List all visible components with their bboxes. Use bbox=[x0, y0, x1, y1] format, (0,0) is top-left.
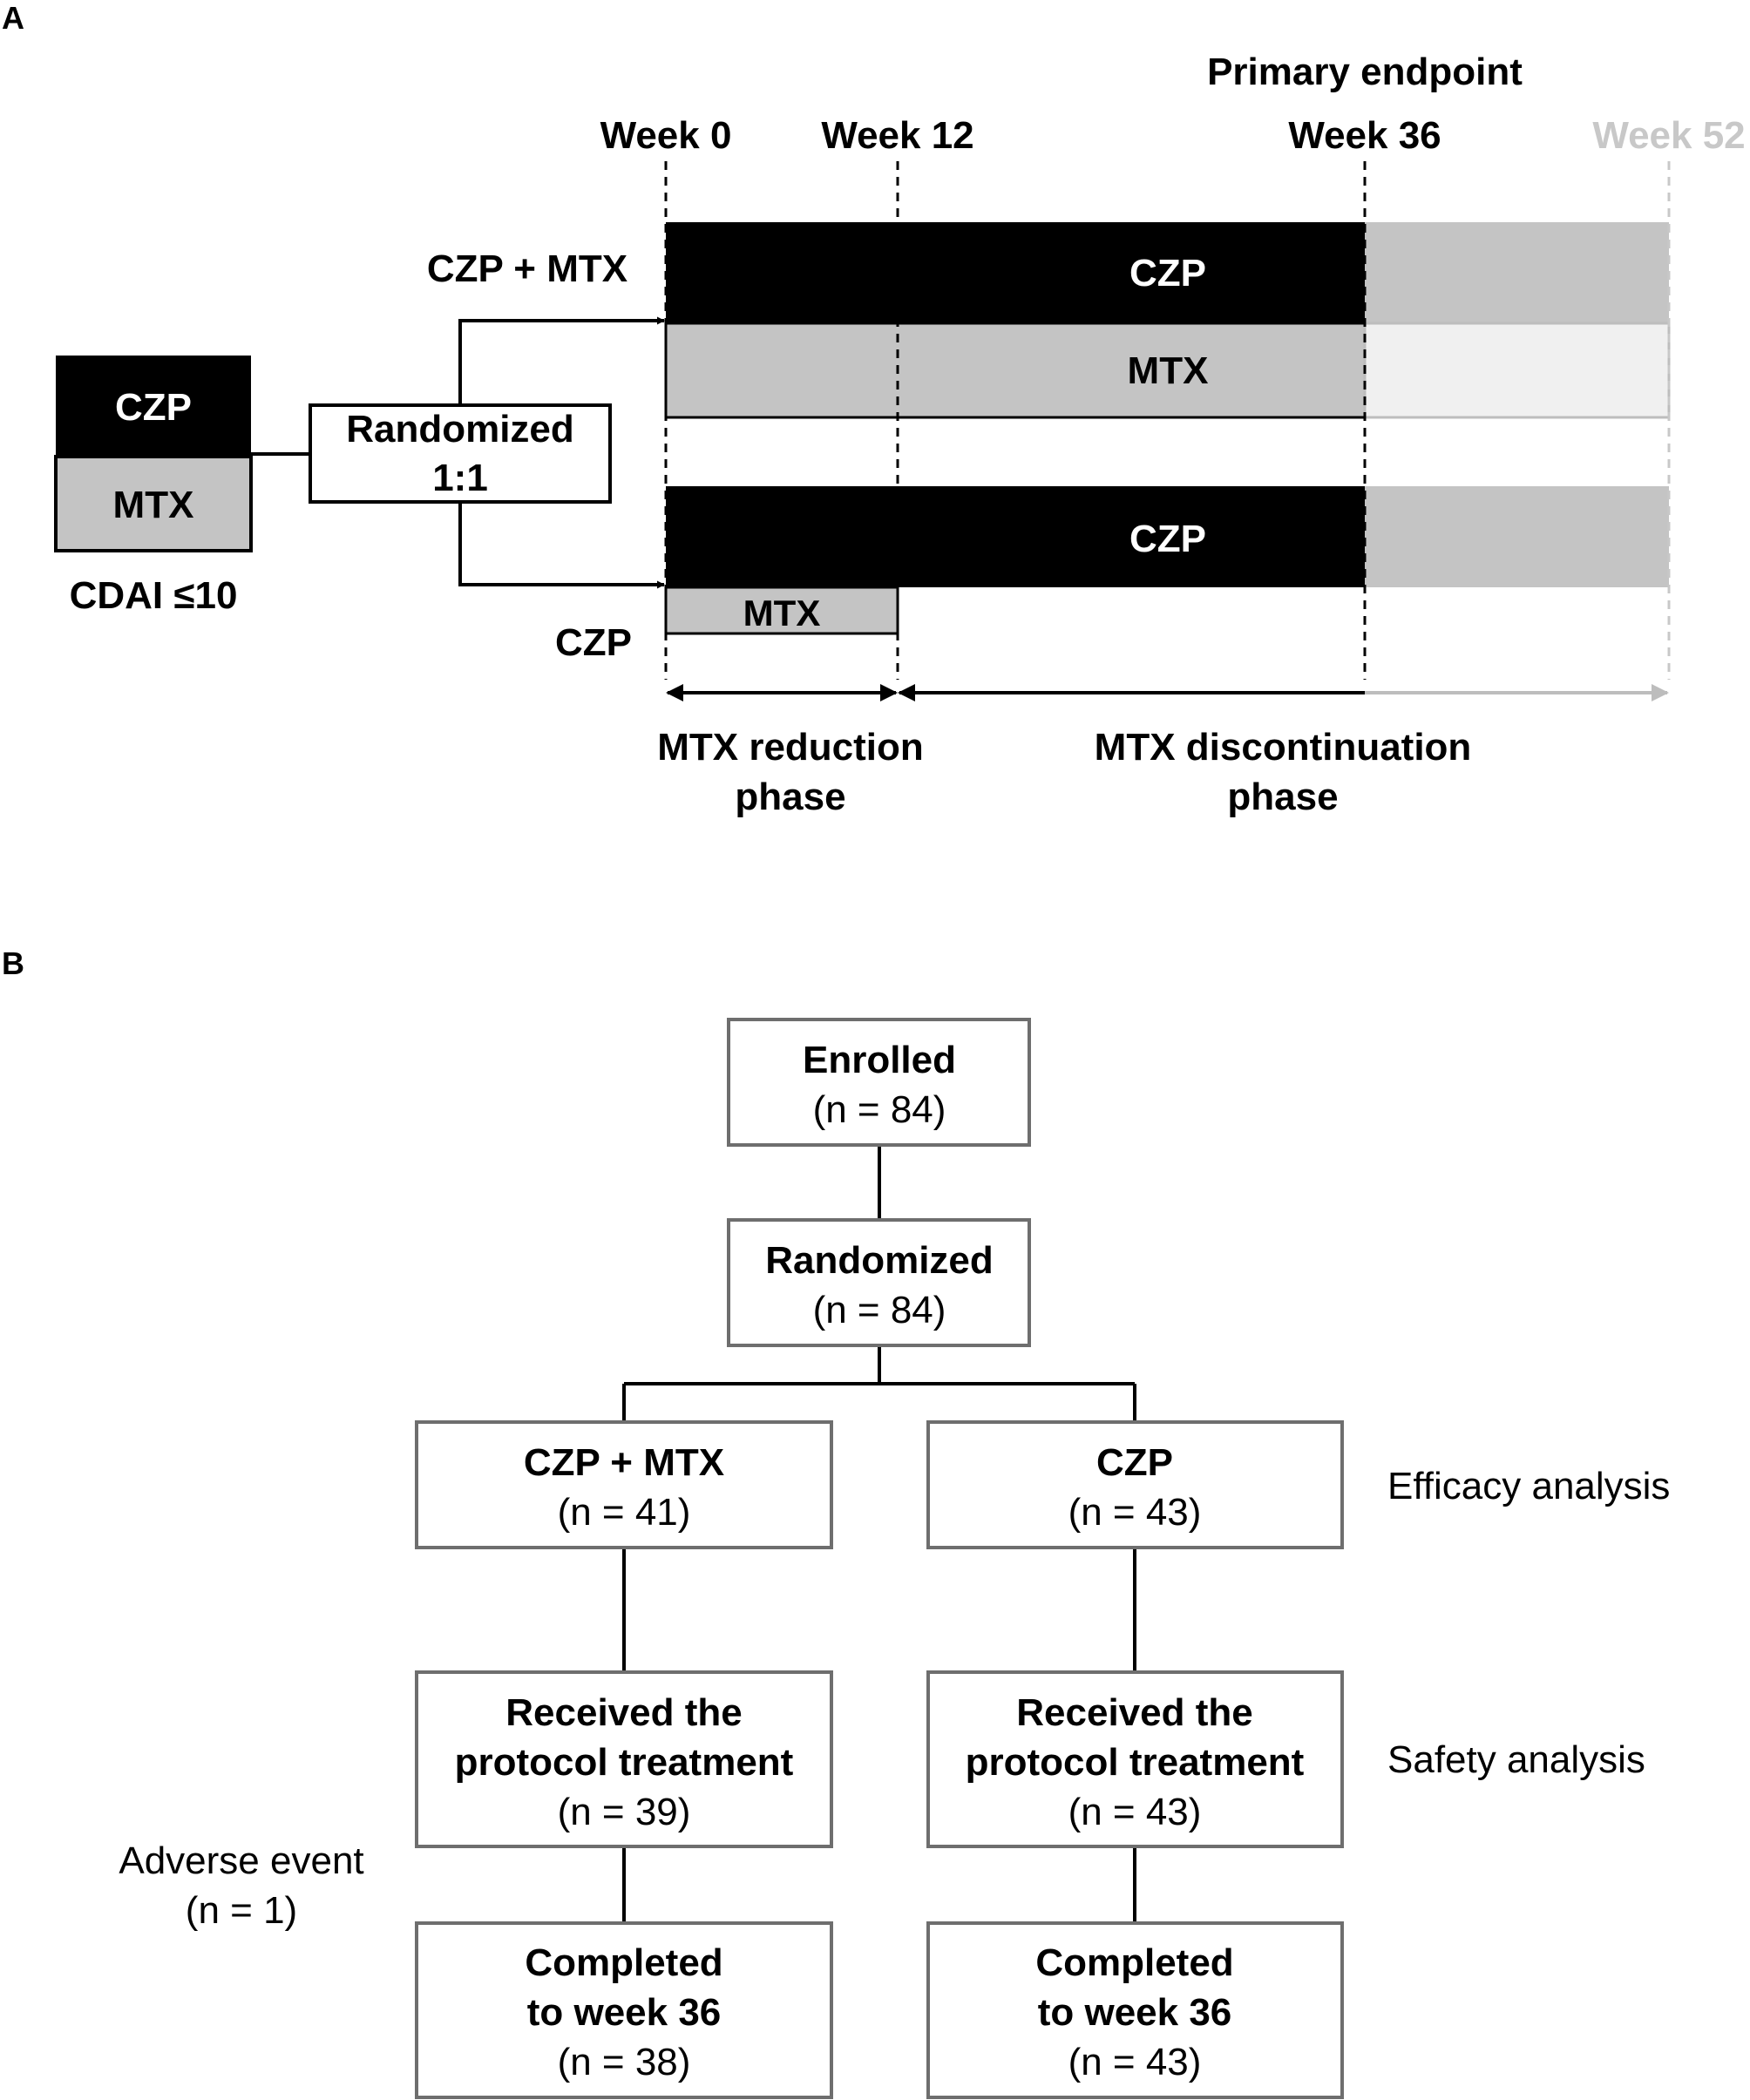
flowchart-connectors bbox=[622, 1145, 1136, 1923]
panel-a-label: A bbox=[2, 0, 24, 36]
arm2-czp-text: CZP bbox=[1129, 518, 1206, 560]
completed2-box bbox=[926, 1921, 1344, 2099]
arm1-mtx-text: MTX bbox=[1128, 349, 1209, 392]
arm2-czp-extension-bar bbox=[1365, 486, 1669, 587]
completed2-line2: to week 36 bbox=[1038, 1991, 1232, 2034]
randomized-flow-n: (n = 84) bbox=[813, 1289, 946, 1331]
arm2-czp-bar bbox=[666, 486, 1365, 587]
received2-line1: Received the bbox=[1016, 1691, 1252, 1734]
primary-endpoint-label: Primary endpoint bbox=[1207, 51, 1523, 93]
arm1-label: CZP + MTX bbox=[427, 247, 627, 290]
randomized-text-line1: Randomized bbox=[346, 408, 574, 450]
randomized-flow-title: Randomized bbox=[765, 1239, 994, 1282]
received1-line2: protocol treatment bbox=[455, 1741, 794, 1784]
arm1-flow-title: CZP + MTX bbox=[524, 1441, 724, 1484]
received2-n: (n = 43) bbox=[1068, 1791, 1202, 1833]
randomized-text-line2: 1:1 bbox=[432, 457, 488, 499]
arm2-flow-title: CZP bbox=[1096, 1441, 1173, 1484]
arm1-branch-arrow bbox=[458, 316, 665, 405]
completed1-line2: to week 36 bbox=[527, 1991, 722, 2034]
discontinuation-phase-label-line1: MTX discontinuation bbox=[1095, 726, 1472, 769]
arm1-flow-n: (n = 41) bbox=[558, 1491, 691, 1534]
baseline-czp-text: CZP bbox=[115, 386, 192, 429]
received2-line2: protocol treatment bbox=[966, 1741, 1305, 1784]
discontinuation-phase-label-line2: phase bbox=[1227, 776, 1338, 818]
panel-b-label: B bbox=[2, 945, 24, 981]
arm2-flow-n: (n = 43) bbox=[1068, 1491, 1202, 1534]
adverse-event-line2: (n = 1) bbox=[186, 1889, 297, 1932]
baseline-mtx-text: MTX bbox=[113, 484, 194, 526]
arm1-czp-bar bbox=[666, 222, 1365, 323]
completed1-n: (n = 38) bbox=[558, 2041, 691, 2083]
enrolled-n: (n = 84) bbox=[813, 1088, 946, 1131]
baseline-czp-box bbox=[56, 356, 251, 457]
reduction-phase-label-line1: MTX reduction bbox=[657, 726, 924, 769]
week12-label: Week 12 bbox=[821, 114, 973, 157]
arm1-czp-extension-bar bbox=[1365, 222, 1669, 323]
adverse-event-line1: Adverse event bbox=[119, 1839, 363, 1882]
week0-label: Week 0 bbox=[600, 114, 732, 157]
received1-line1: Received the bbox=[505, 1691, 742, 1734]
arm1-czp-text: CZP bbox=[1129, 252, 1206, 295]
completed2-n: (n = 43) bbox=[1068, 2041, 1202, 2083]
reduction-phase-label-line2: phase bbox=[735, 776, 845, 818]
safety-analysis-label: Safety analysis bbox=[1387, 1738, 1645, 1781]
completed1-line1: Completed bbox=[525, 1941, 722, 1984]
received2-box bbox=[926, 1670, 1344, 1848]
arm1-flow-box bbox=[415, 1420, 833, 1549]
arm2-mtx-text: MTX bbox=[743, 593, 821, 633]
week52-label: Week 52 bbox=[1592, 114, 1745, 157]
baseline-mtx-box bbox=[54, 455, 253, 552]
randomized-flow-box bbox=[727, 1218, 1031, 1347]
arm1-mtx-bar bbox=[664, 322, 1367, 419]
arm2-mtx-bar bbox=[664, 586, 899, 635]
randomized-box bbox=[309, 403, 612, 504]
received1-box bbox=[415, 1670, 833, 1848]
week36-label: Week 36 bbox=[1288, 114, 1441, 157]
completed1-box bbox=[415, 1921, 833, 2099]
efficacy-analysis-label: Efficacy analysis bbox=[1387, 1465, 1670, 1507]
enrolled-title: Enrolled bbox=[803, 1039, 956, 1081]
enrolled-box bbox=[727, 1018, 1031, 1147]
received1-n: (n = 39) bbox=[558, 1791, 691, 1833]
arm1-mtx-extension-bar bbox=[1363, 322, 1671, 419]
completed2-line1: Completed bbox=[1035, 1941, 1233, 1984]
arm2-branch-arrow bbox=[458, 502, 665, 589]
arm2-label: CZP bbox=[555, 621, 632, 664]
arm2-flow-box bbox=[926, 1420, 1344, 1549]
cdai-criterion: CDAI ≤10 bbox=[70, 574, 238, 617]
